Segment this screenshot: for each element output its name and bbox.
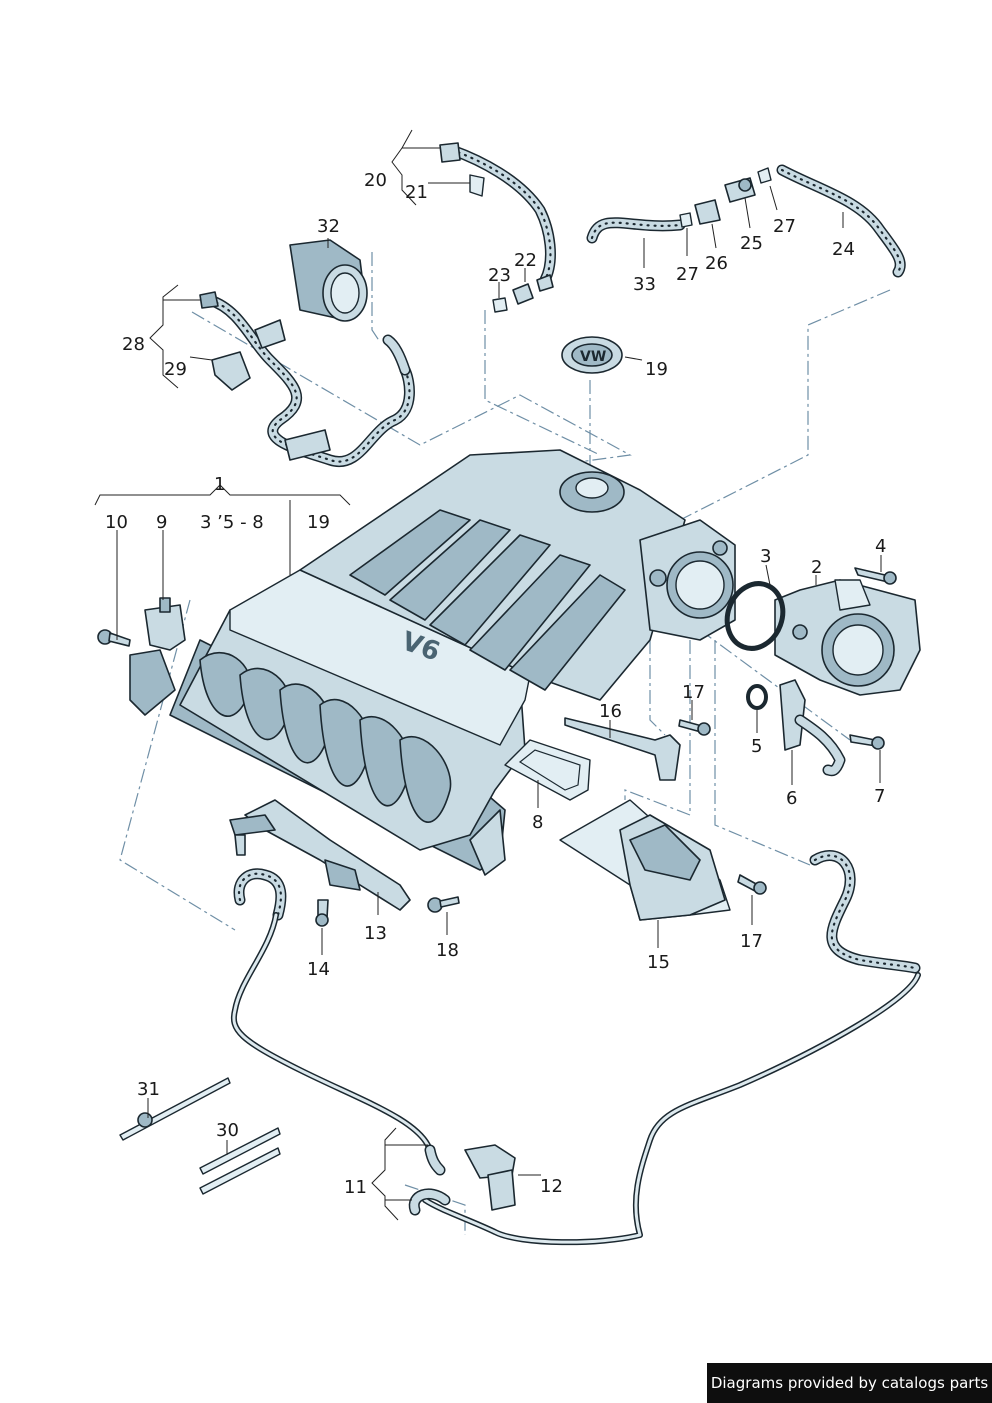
callout-6: 6 <box>786 788 797 809</box>
callout-19-group: 19 <box>307 512 330 533</box>
clip-21 <box>469 174 485 197</box>
callout-7: 7 <box>874 786 885 807</box>
callout-9: 9 <box>156 512 167 533</box>
gasket-8 <box>504 739 591 801</box>
bolt-17a <box>678 719 711 736</box>
cable-tie-30 <box>199 1127 281 1195</box>
seal-ring <box>746 684 768 710</box>
callout-11: 11 <box>344 1177 367 1198</box>
lower-runners <box>199 652 452 823</box>
callout-3: 3 <box>760 546 771 567</box>
upper-runners <box>349 509 626 691</box>
callout-5: 5 <box>751 736 762 757</box>
coolant-pipe-13 <box>229 799 411 911</box>
bolt-18 <box>427 896 460 913</box>
clamp-29 <box>211 351 251 391</box>
hose-28 <box>204 294 415 468</box>
callout-25: 25 <box>740 233 763 254</box>
bellows-32 <box>289 239 368 322</box>
hose-24 <box>776 164 906 278</box>
heat-shield-15 <box>559 799 731 921</box>
callout-1: 1 <box>214 474 225 495</box>
callout-8: 8 <box>532 812 543 833</box>
clip-27a <box>679 212 693 228</box>
callout-4: 4 <box>875 536 886 557</box>
vw-emblem: VW <box>561 336 623 374</box>
throttle-body <box>774 579 921 696</box>
callout-13: 13 <box>364 923 387 944</box>
callout-3-5-8: 3 ’5 - 8 <box>200 512 264 533</box>
bolt-10 <box>97 629 131 647</box>
valve-26 <box>694 199 721 225</box>
valve-12 <box>464 1144 516 1211</box>
callout-labels: 1 10 9 3 ’5 - 8 19 2 3 4 5 6 7 8 11 12 1… <box>105 170 886 1198</box>
callout-31: 31 <box>137 1079 160 1100</box>
callout-10: 10 <box>105 512 128 533</box>
connector-22 <box>512 274 554 305</box>
callout-16: 16 <box>599 701 622 722</box>
callout-27-left: 27 <box>676 264 699 285</box>
vacuum-pipe <box>230 912 921 1246</box>
intake-manifold: V6 <box>169 449 736 876</box>
valve-25 <box>724 177 756 203</box>
callout-17-upper: 17 <box>682 682 705 703</box>
sensor-9 <box>129 597 186 716</box>
vw-logo-text: VW <box>580 349 606 365</box>
callout-12: 12 <box>540 1176 563 1197</box>
valve-28 <box>199 291 331 461</box>
connector-6 <box>779 679 846 777</box>
callout-18: 18 <box>436 940 459 961</box>
callout-23: 23 <box>488 265 511 286</box>
bolt-7 <box>849 734 885 750</box>
leader-lines <box>94 129 882 1221</box>
bolt-17b <box>737 874 767 895</box>
hose-upper-center <box>446 144 556 286</box>
callout-22: 22 <box>514 250 537 271</box>
connector-20 <box>439 142 461 163</box>
callout-29: 29 <box>164 359 187 380</box>
callout-19-emblem: 19 <box>645 359 668 380</box>
callout-2: 2 <box>811 557 822 578</box>
hose-11 <box>408 1144 451 1216</box>
bracket-16 <box>564 717 681 781</box>
callout-17-lower: 17 <box>740 931 763 952</box>
callout-33: 33 <box>633 274 656 295</box>
o-ring <box>724 581 786 651</box>
callout-15: 15 <box>647 952 670 973</box>
callout-14: 14 <box>307 959 330 980</box>
hose-left-lower <box>233 868 287 921</box>
clip-23 <box>492 297 508 313</box>
clip-27b <box>757 167 772 184</box>
callout-24: 24 <box>832 239 855 260</box>
callout-21: 21 <box>405 182 428 203</box>
bolt-4 <box>854 567 897 585</box>
callout-28: 28 <box>122 334 145 355</box>
callout-20: 20 <box>364 170 387 191</box>
callout-30: 30 <box>216 1120 239 1141</box>
callout-26: 26 <box>705 253 728 274</box>
callout-27-right: 27 <box>773 216 796 237</box>
credit-banner: Diagrams provided by catalogs parts <box>707 1363 992 1403</box>
callout-32: 32 <box>317 216 340 237</box>
hose-33 <box>586 217 686 244</box>
bolt-14 <box>315 899 329 927</box>
hose-right-lower <box>809 850 921 974</box>
